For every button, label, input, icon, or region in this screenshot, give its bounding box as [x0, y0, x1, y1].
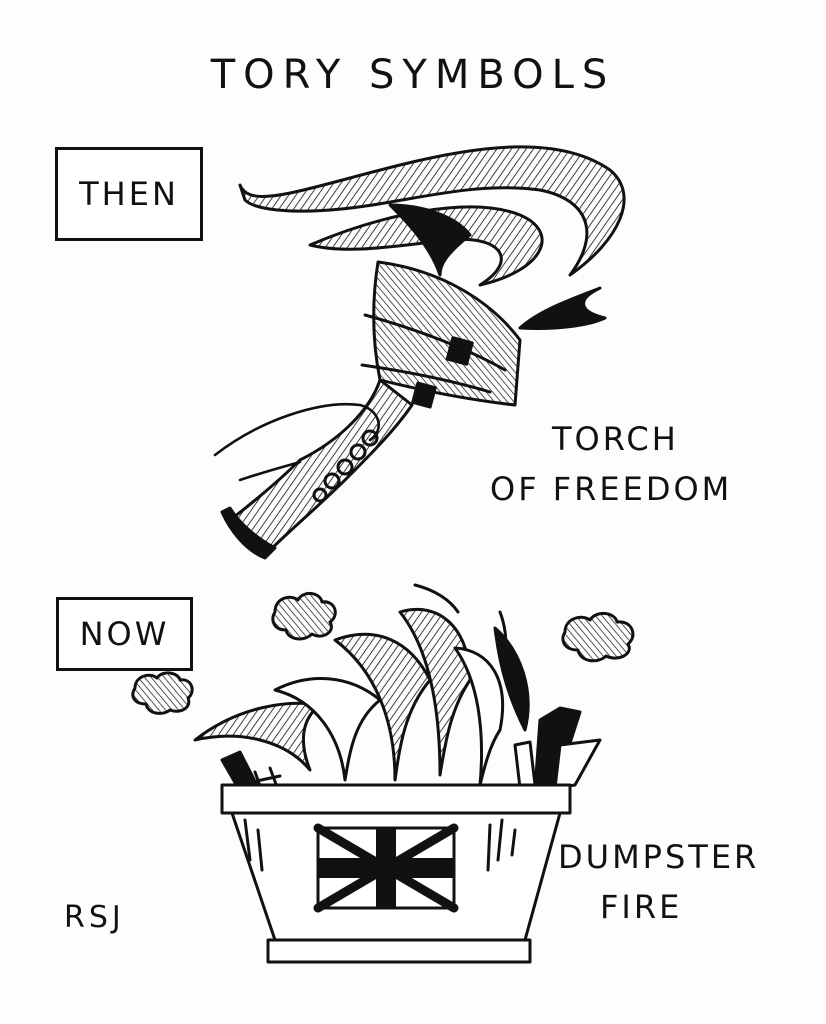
dumpster-flame — [493, 626, 530, 732]
smoke-puff — [271, 592, 337, 641]
torch-caption-line2: OF FREEDOM — [490, 470, 733, 508]
smoke-puff — [561, 612, 635, 663]
now-label: NOW — [79, 615, 170, 653]
now-label-box: NOW — [56, 597, 193, 671]
cartoon-title: TORY SYMBOLS — [210, 52, 616, 98]
dumpster-flame — [453, 646, 505, 787]
dumpster-flame — [398, 607, 472, 777]
dumpster-flame — [273, 677, 382, 782]
dumpster-caption: DUMPSTER FIRE — [558, 832, 788, 932]
torch-flame-large — [238, 145, 626, 277]
torch-illustration — [213, 145, 626, 560]
dumpster-rim — [220, 783, 572, 815]
artist-signature: RSJ — [64, 900, 125, 935]
smoke-puff — [131, 671, 194, 715]
torch-flame-tip — [518, 286, 607, 330]
dumpster-flame — [193, 701, 322, 772]
union-flag-icon — [313, 823, 459, 913]
dumpster-caption-line2: FIRE — [600, 888, 683, 926]
torch-cup — [372, 260, 522, 407]
torch-hand — [213, 402, 380, 482]
torch-caption-line1: TORCH — [552, 420, 679, 458]
dumpster-base — [266, 938, 532, 964]
torch-flame-mid — [308, 205, 544, 287]
then-label-box: THEN — [55, 147, 203, 241]
then-label: THEN — [79, 175, 179, 213]
torch-flame-dark — [388, 203, 472, 277]
dumpster-flame — [333, 632, 432, 782]
torch-caption: TORCH OF FREEDOM — [490, 414, 790, 514]
dumpster-illustration — [131, 583, 635, 964]
dumpster-caption-line1: DUMPSTER — [558, 838, 760, 876]
